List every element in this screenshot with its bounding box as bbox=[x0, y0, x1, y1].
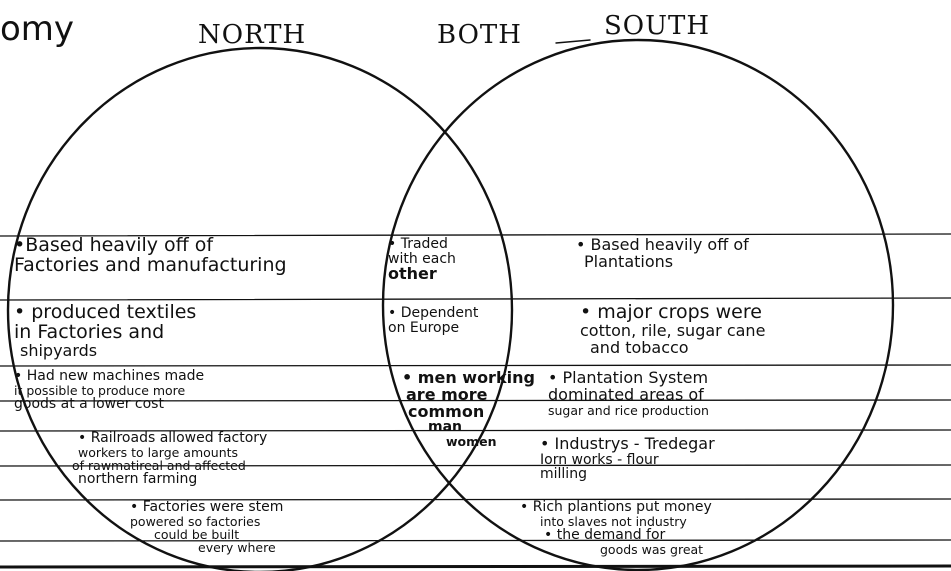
south-item: • Rich plantions put money into slaves n… bbox=[520, 500, 712, 556]
north-heading: NORTH bbox=[198, 20, 307, 50]
note-line: • men working bbox=[402, 368, 535, 387]
note-line: dominated areas of bbox=[548, 384, 704, 404]
note-line: into slaves not industry bbox=[540, 513, 687, 529]
north-item: • Had new machines made it possible to p… bbox=[14, 369, 204, 412]
note-line: common bbox=[408, 401, 485, 421]
note-line: and tobacco bbox=[590, 337, 689, 357]
south-heading: SOUTH bbox=[604, 11, 711, 41]
ruled-line bbox=[0, 297, 951, 301]
ruled-line bbox=[0, 364, 951, 367]
note-line: • major crops were bbox=[580, 301, 762, 323]
both-item: • Dependent on Europe bbox=[388, 306, 478, 335]
note-line: man bbox=[428, 419, 463, 436]
note-line: • Factories were stem bbox=[130, 499, 284, 515]
note-line: of rawmatireal and affected bbox=[72, 457, 246, 473]
north-item: • Railroads allowed factory workers to l… bbox=[72, 430, 268, 487]
north-circle bbox=[6, 46, 514, 571]
note-line: Plantations bbox=[584, 251, 674, 271]
note-line: goods was great bbox=[600, 541, 704, 557]
note-line: powered so factories bbox=[130, 513, 261, 529]
note-line: in Factories and bbox=[14, 320, 165, 343]
note-line: cotton, rile, sugar cane bbox=[580, 320, 766, 340]
note-line: on Europe bbox=[388, 319, 460, 336]
ruled-line bbox=[0, 464, 951, 467]
both-item: • men working are more common man women bbox=[402, 368, 535, 450]
note-line: • Railroads allowed factory bbox=[78, 430, 268, 446]
note-line: women bbox=[446, 434, 497, 450]
page-bottom-line bbox=[0, 564, 951, 569]
both-heading: BOTH bbox=[437, 20, 522, 50]
south-item: • major crops were cotton, rile, sugar c… bbox=[580, 301, 766, 357]
ruled-line bbox=[0, 539, 951, 542]
note-line: sugar and rice production bbox=[548, 402, 709, 418]
note-line: goods at a lower cost bbox=[14, 395, 164, 412]
note-line: other bbox=[388, 264, 437, 284]
note-line: • Plantation System bbox=[548, 368, 709, 387]
south-item: • Plantation System dominated areas of s… bbox=[548, 368, 709, 418]
note-line: every where bbox=[198, 539, 276, 555]
note-line: • Based heavily off of bbox=[576, 235, 749, 254]
note-line: are more bbox=[406, 384, 488, 404]
note-line: • produced textiles bbox=[14, 301, 197, 323]
north-item: •Based heavily off of Factories and manu… bbox=[14, 234, 287, 276]
note-line: • Rich plantions put money bbox=[520, 499, 712, 515]
ruled-line bbox=[0, 429, 951, 432]
note-line: with each bbox=[388, 250, 456, 267]
note-line: it possible to produce more bbox=[14, 382, 186, 398]
note-line: •Based heavily off of bbox=[14, 234, 214, 256]
note-line: • Traded bbox=[388, 236, 448, 252]
note-line: • Had new machines made bbox=[14, 368, 205, 384]
note-line: • Industrys - Tredegar bbox=[540, 434, 715, 453]
ruled-line bbox=[0, 498, 951, 501]
south-item: • Industrys - Tredegar Iorn works - flou… bbox=[540, 434, 715, 483]
title-fragment: omy bbox=[0, 9, 75, 49]
note-line: • Dependent bbox=[388, 305, 479, 321]
note-line: milling bbox=[540, 466, 587, 483]
ruled-line bbox=[0, 399, 951, 402]
south-circle bbox=[381, 38, 895, 571]
note-line: workers to large amounts bbox=[78, 444, 239, 460]
both-underline bbox=[555, 39, 591, 44]
both-item: • Traded with each other bbox=[388, 237, 456, 283]
note-line: could be built bbox=[154, 526, 240, 542]
note-line: Factories and manufacturing bbox=[14, 253, 287, 276]
note-line: Iorn works - flour bbox=[540, 451, 659, 468]
ruled-line bbox=[0, 233, 951, 237]
south-item: • Based heavily off of Plantations bbox=[576, 235, 749, 271]
north-item: • produced textiles in Factories and shi… bbox=[14, 301, 197, 360]
note-line: • the demand for bbox=[544, 526, 666, 543]
note-line: shipyards bbox=[20, 340, 98, 360]
north-item: • Factories were stem powered so factori… bbox=[130, 500, 283, 554]
note-line: northern farming bbox=[78, 470, 198, 487]
